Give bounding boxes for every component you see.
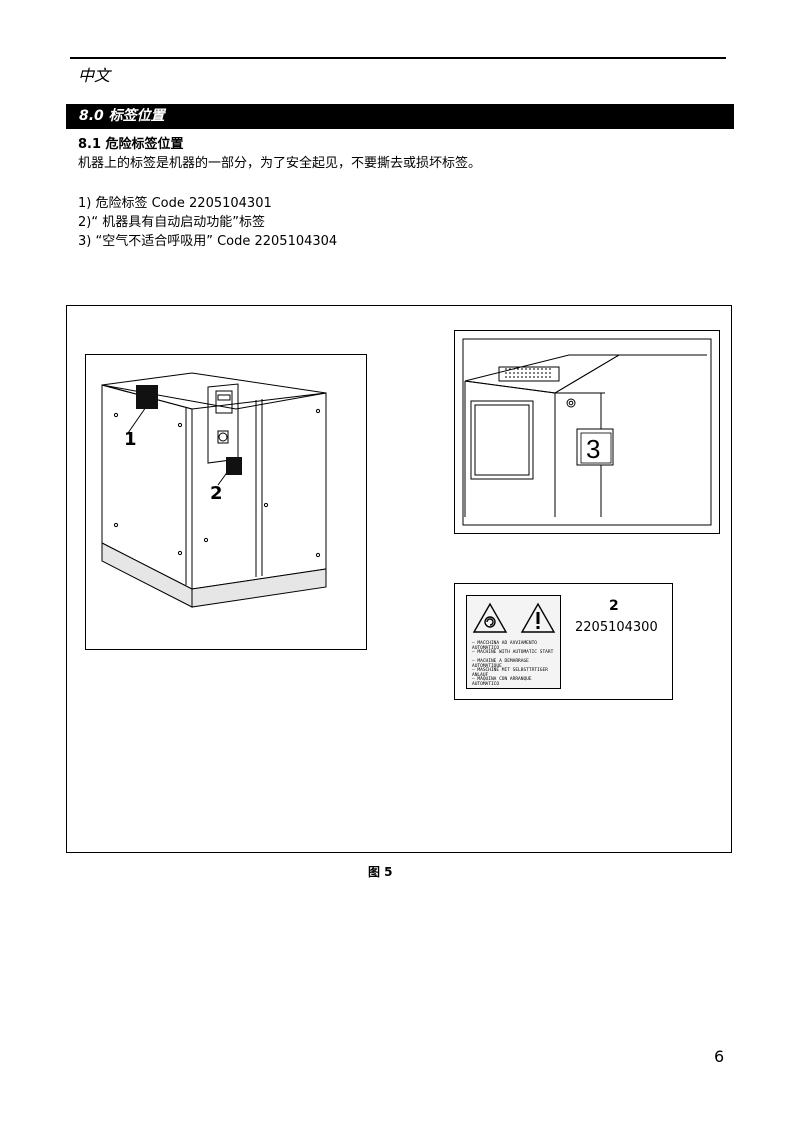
label-2-code: 2205104300 xyxy=(575,620,658,635)
subsection-title: 8.1 危险标签位置 xyxy=(78,137,184,152)
warning-triangle-icon xyxy=(472,602,556,633)
page-number: 6 xyxy=(714,1047,725,1066)
figure-caption: 图 5 xyxy=(368,865,393,879)
sticker-line: — MACCHINA AD AVVIAMENTO AUTOMATICO xyxy=(472,641,538,651)
list-item: 3) “空气不适合呼吸用” Code 2205104304 xyxy=(78,234,338,249)
label-2-number: 2 xyxy=(609,598,619,614)
section-title: 8.0 标签位置 xyxy=(66,104,734,129)
auto-start-label-panel: — MACCHINA AD AVVIAMENTO AUTOMATICO — MA… xyxy=(454,583,673,700)
header-rule xyxy=(70,57,726,59)
callout-3: 3 xyxy=(586,434,601,464)
sticker-line: — MÁQUINA CON ARRANQUE AUTOMATICO xyxy=(472,677,532,687)
sticker-line: — MACHINE A DEMARRAGE AUTOMATIQUE xyxy=(472,659,529,669)
cabinet-detail-panel: 3 xyxy=(454,330,720,534)
figure-frame: 1 2 xyxy=(66,305,732,853)
compressor-illustration xyxy=(101,372,327,608)
cabinet-detail-illustration xyxy=(462,338,712,526)
sticker-line: — MACHINE WITH AUTOMATIC START xyxy=(472,650,554,655)
language-label: 中文 xyxy=(78,66,111,85)
list-item: 1) 危险标签 Code 2205104301 xyxy=(78,196,272,211)
sticker-line: — MASCHINE MIT SELBSTTÄTIGER ANLAUF xyxy=(472,668,548,678)
list-item: 2)“ 机器具有自动启动功能”标签 xyxy=(78,215,265,230)
auto-start-sticker: — MACCHINA AD AVVIAMENTO AUTOMATICO — MA… xyxy=(466,595,561,689)
callout-1: 1 xyxy=(124,429,137,450)
label-list: 1) 危险标签 Code 2205104301 2)“ 机器具有自动启动功能”标… xyxy=(78,194,337,251)
compressor-panel: 1 2 xyxy=(85,354,367,650)
callout-2: 2 xyxy=(210,483,223,504)
intro-paragraph: 机器上的标签是机器的一部分，为了安全起见，不要撕去或损坏标签。 xyxy=(78,156,482,171)
